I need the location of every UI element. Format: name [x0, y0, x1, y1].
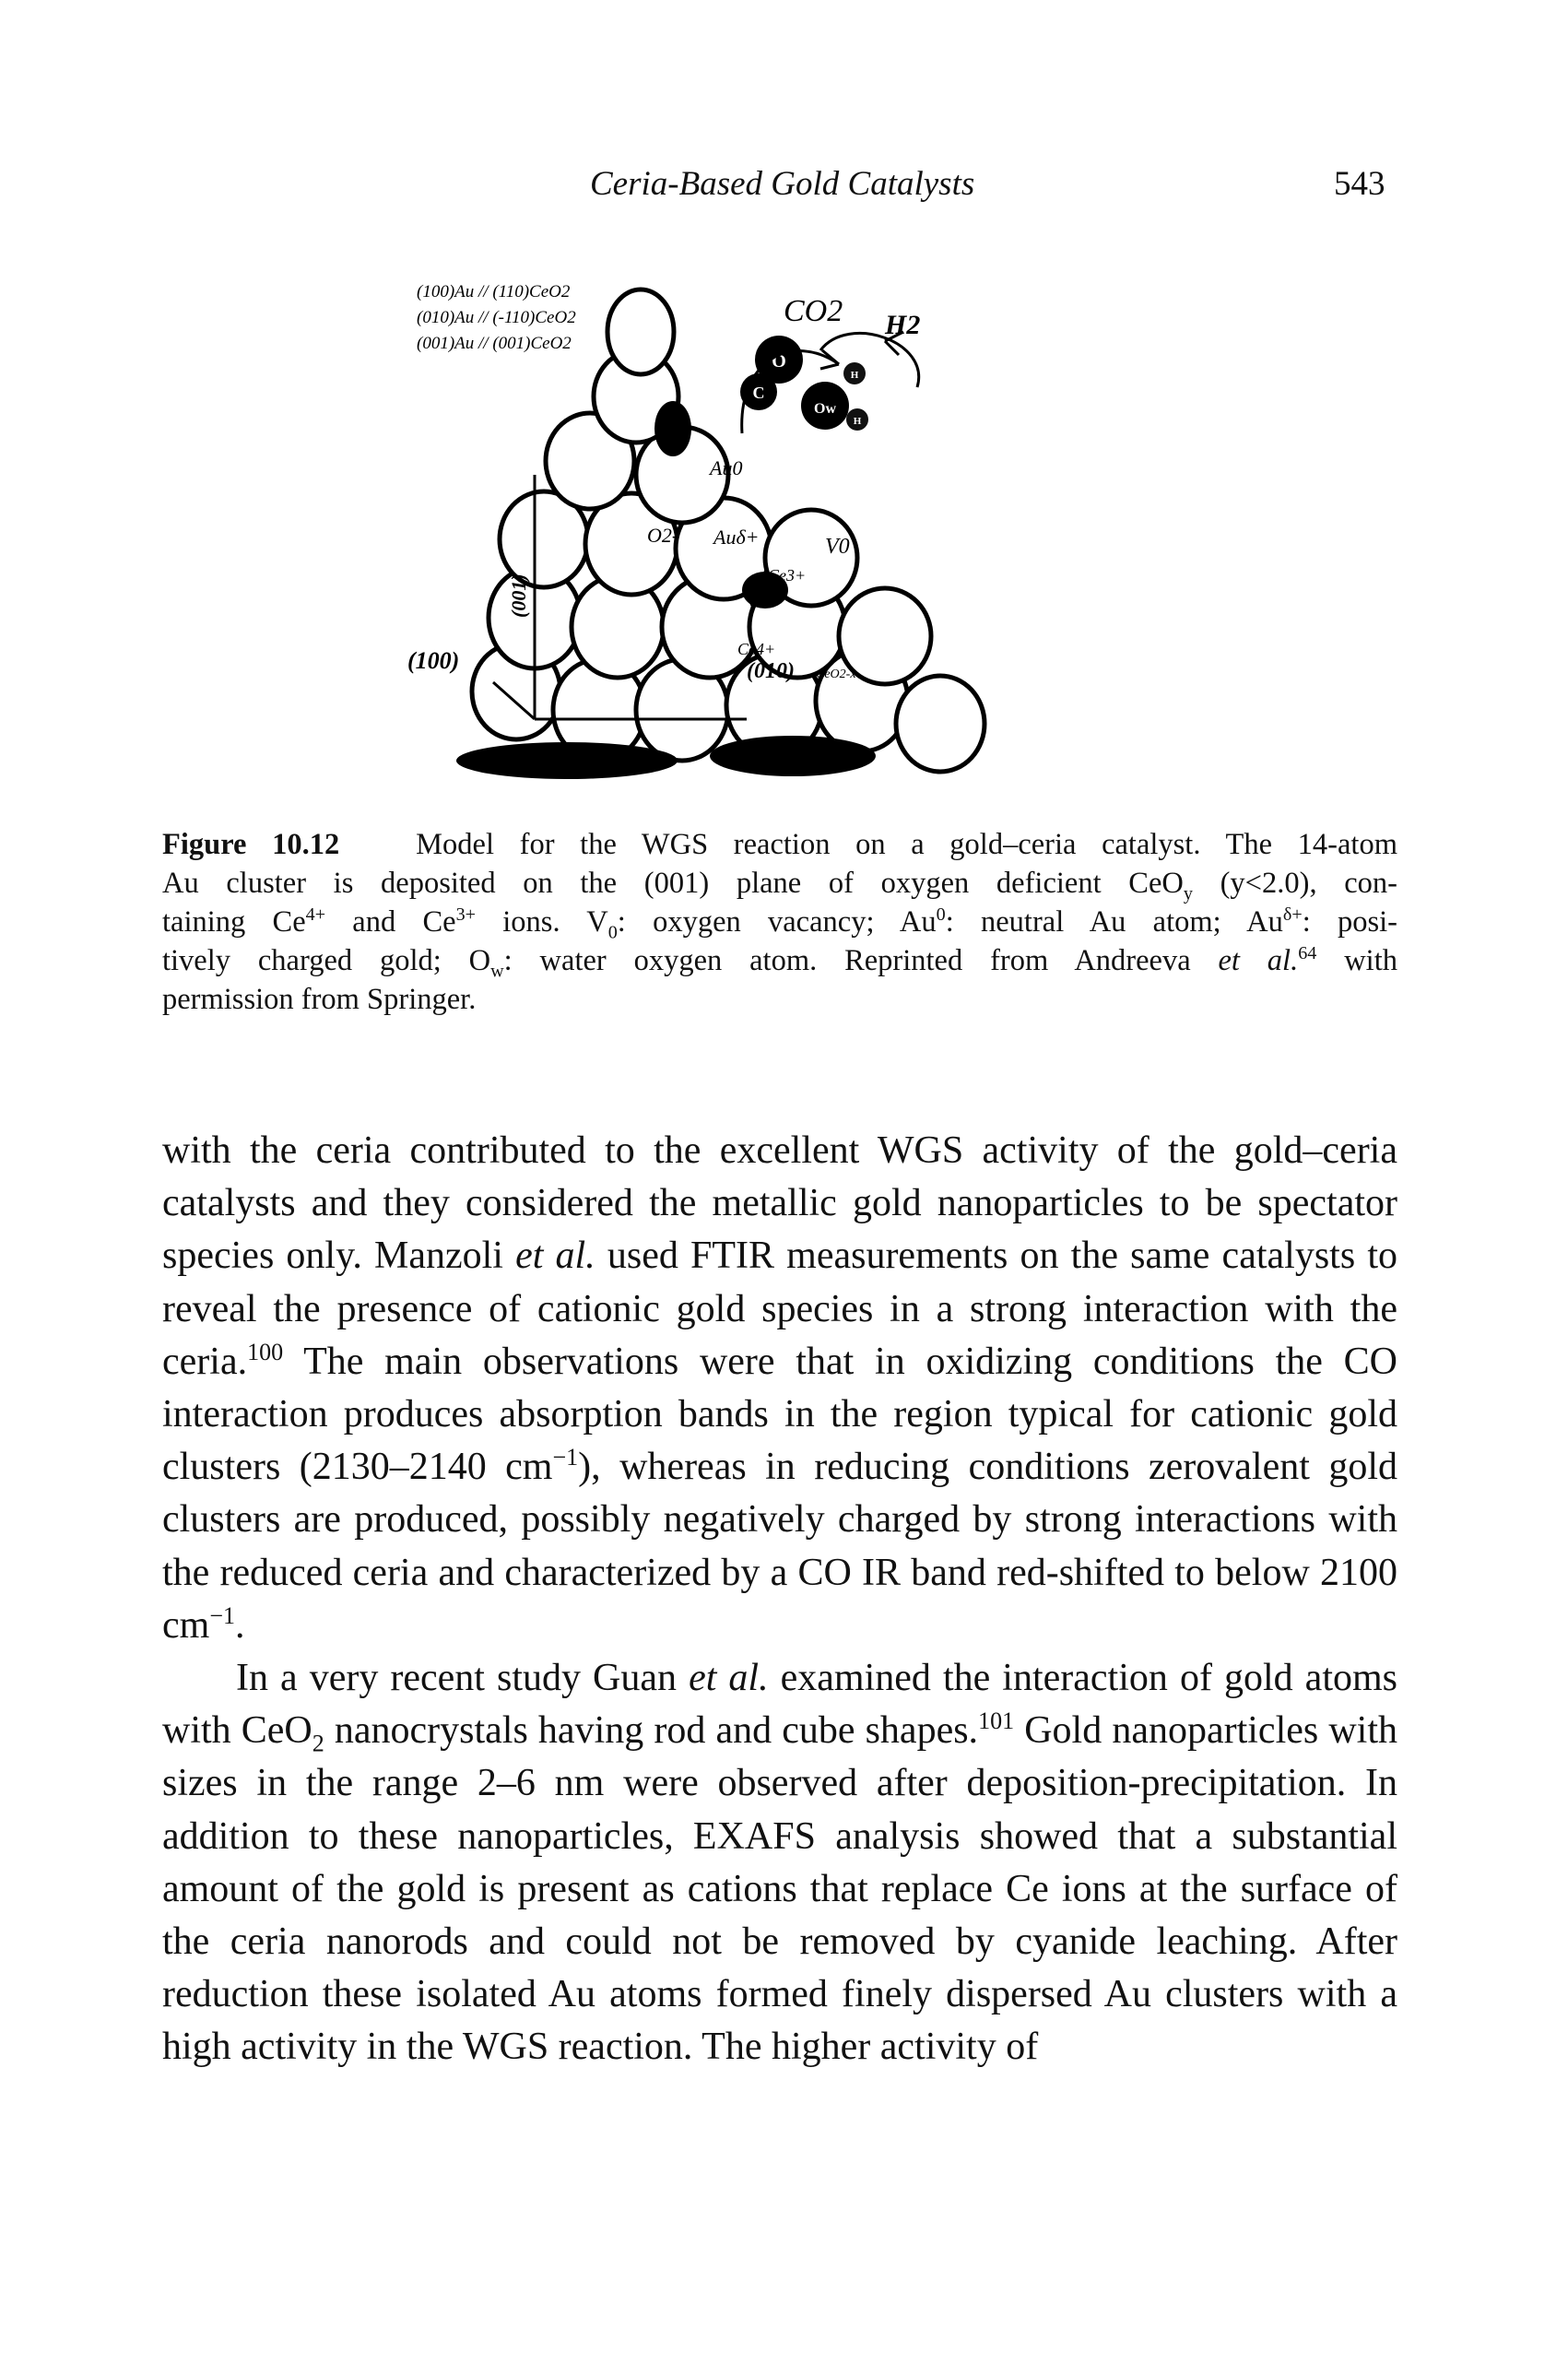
co2-label: CO2 [784, 294, 843, 328]
coordinate-axes [492, 475, 747, 721]
caption-line: permission from Springer. [162, 983, 477, 1016]
axis-010-label: (010) [747, 659, 795, 683]
h-symbol-1: H [851, 370, 859, 381]
v0-label: V0 [825, 535, 850, 559]
caption-label: Figure 10.12 [162, 828, 340, 861]
running-head: Ceria-Based Gold Catalysts 543 [0, 164, 1568, 210]
h-symbol-2: H [854, 416, 862, 427]
ceo-label: CeO2-x [816, 668, 856, 681]
axis-001-label: (001) [507, 573, 530, 618]
figure-illustration: (100)Au // (110)CeO2 (010)Au // (-110)Ce… [407, 282, 987, 779]
caption-line: tively charged gold; Ow: water oxygen at… [162, 943, 1397, 982]
adsorbates: O C Ow H H [740, 336, 868, 431]
ce4-label: Ce4+ [737, 640, 775, 658]
h2-label: H2 [884, 310, 920, 340]
figure-caption: Figure 10.12 Model for the WGS reaction … [162, 825, 1397, 1019]
ceria-lattice [469, 287, 987, 774]
axis-100-label: (100) [407, 647, 459, 674]
c3-label: Ce3+ [768, 566, 806, 585]
plane-label-1: (100)Au // (110)CeO2 [417, 282, 571, 301]
figure-wgs-model: (100)Au // (110)CeO2 (010)Au // (-110)Ce… [406, 277, 1069, 811]
ow-symbol: Ow [814, 401, 836, 417]
c-symbol: C [753, 384, 765, 402]
caption-line-1-text: Model for the WGS reaction on a gold–cer… [416, 828, 1397, 861]
o2-label: O2- [647, 524, 678, 547]
caption-line: taining Ce4+ and Ce3+ ions. V0: oxygen v… [162, 904, 1397, 943]
running-title: Ceria-Based Gold Catalysts [590, 165, 975, 203]
caption-line: Figure 10.12 Model for the WGS reaction … [162, 825, 1397, 864]
body-paragraph-2: In a very recent study Guan et al. exami… [162, 1657, 1398, 2069]
body-paragraph-1: with the ceria contributed to the excell… [162, 1129, 1398, 1647]
au-delta-label: Auδ+ [712, 526, 760, 549]
page-number: 543 [1334, 165, 1385, 203]
plane-label-3: (001)Au // (001)CeO2 [417, 334, 572, 353]
body-text: with the ceria contributed to the excell… [162, 1125, 1397, 2074]
plane-label-2: (010)Au // (-110)CeO2 [417, 308, 576, 327]
au0-label: Au0 [708, 456, 742, 479]
caption-line: Au cluster is deposited on the (001) pla… [162, 867, 1397, 904]
shadow-regions [456, 401, 876, 779]
reaction-arrows [740, 330, 921, 434]
